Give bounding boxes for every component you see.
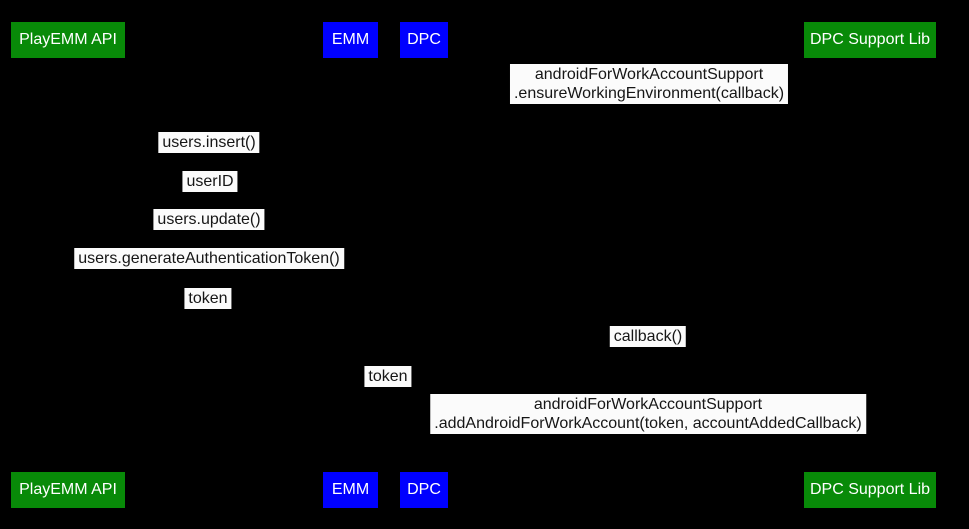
actor-emm-bottom: EMM — [323, 472, 378, 508]
message-callback: callback() — [609, 326, 687, 347]
message-user-id: userID — [182, 171, 238, 192]
actor-emm-top: EMM — [323, 22, 378, 58]
actor-dpc-support-lib-bottom: DPC Support Lib — [804, 472, 936, 508]
actor-playemm-api-top: PlayEMM API — [11, 22, 125, 58]
message-users-update: users.update() — [153, 209, 265, 230]
actor-dpc-top: DPC — [400, 22, 448, 58]
actor-dpc-support-lib-top: DPC Support Lib — [804, 22, 936, 58]
actor-playemm-api-bottom: PlayEMM API — [11, 472, 125, 508]
actor-dpc-bottom: DPC — [400, 472, 448, 508]
message-add-android-for-work-account: androidForWorkAccountSupport .addAndroid… — [430, 394, 866, 434]
message-users-insert: users.insert() — [158, 132, 260, 153]
message-token-to-emm: token — [184, 288, 232, 309]
message-token-to-dpc: token — [364, 366, 412, 387]
message-users-generate-authentication-token: users.generateAuthenticationToken() — [74, 248, 344, 269]
message-ensure-working-environment: androidForWorkAccountSupport .ensureWork… — [509, 64, 789, 104]
